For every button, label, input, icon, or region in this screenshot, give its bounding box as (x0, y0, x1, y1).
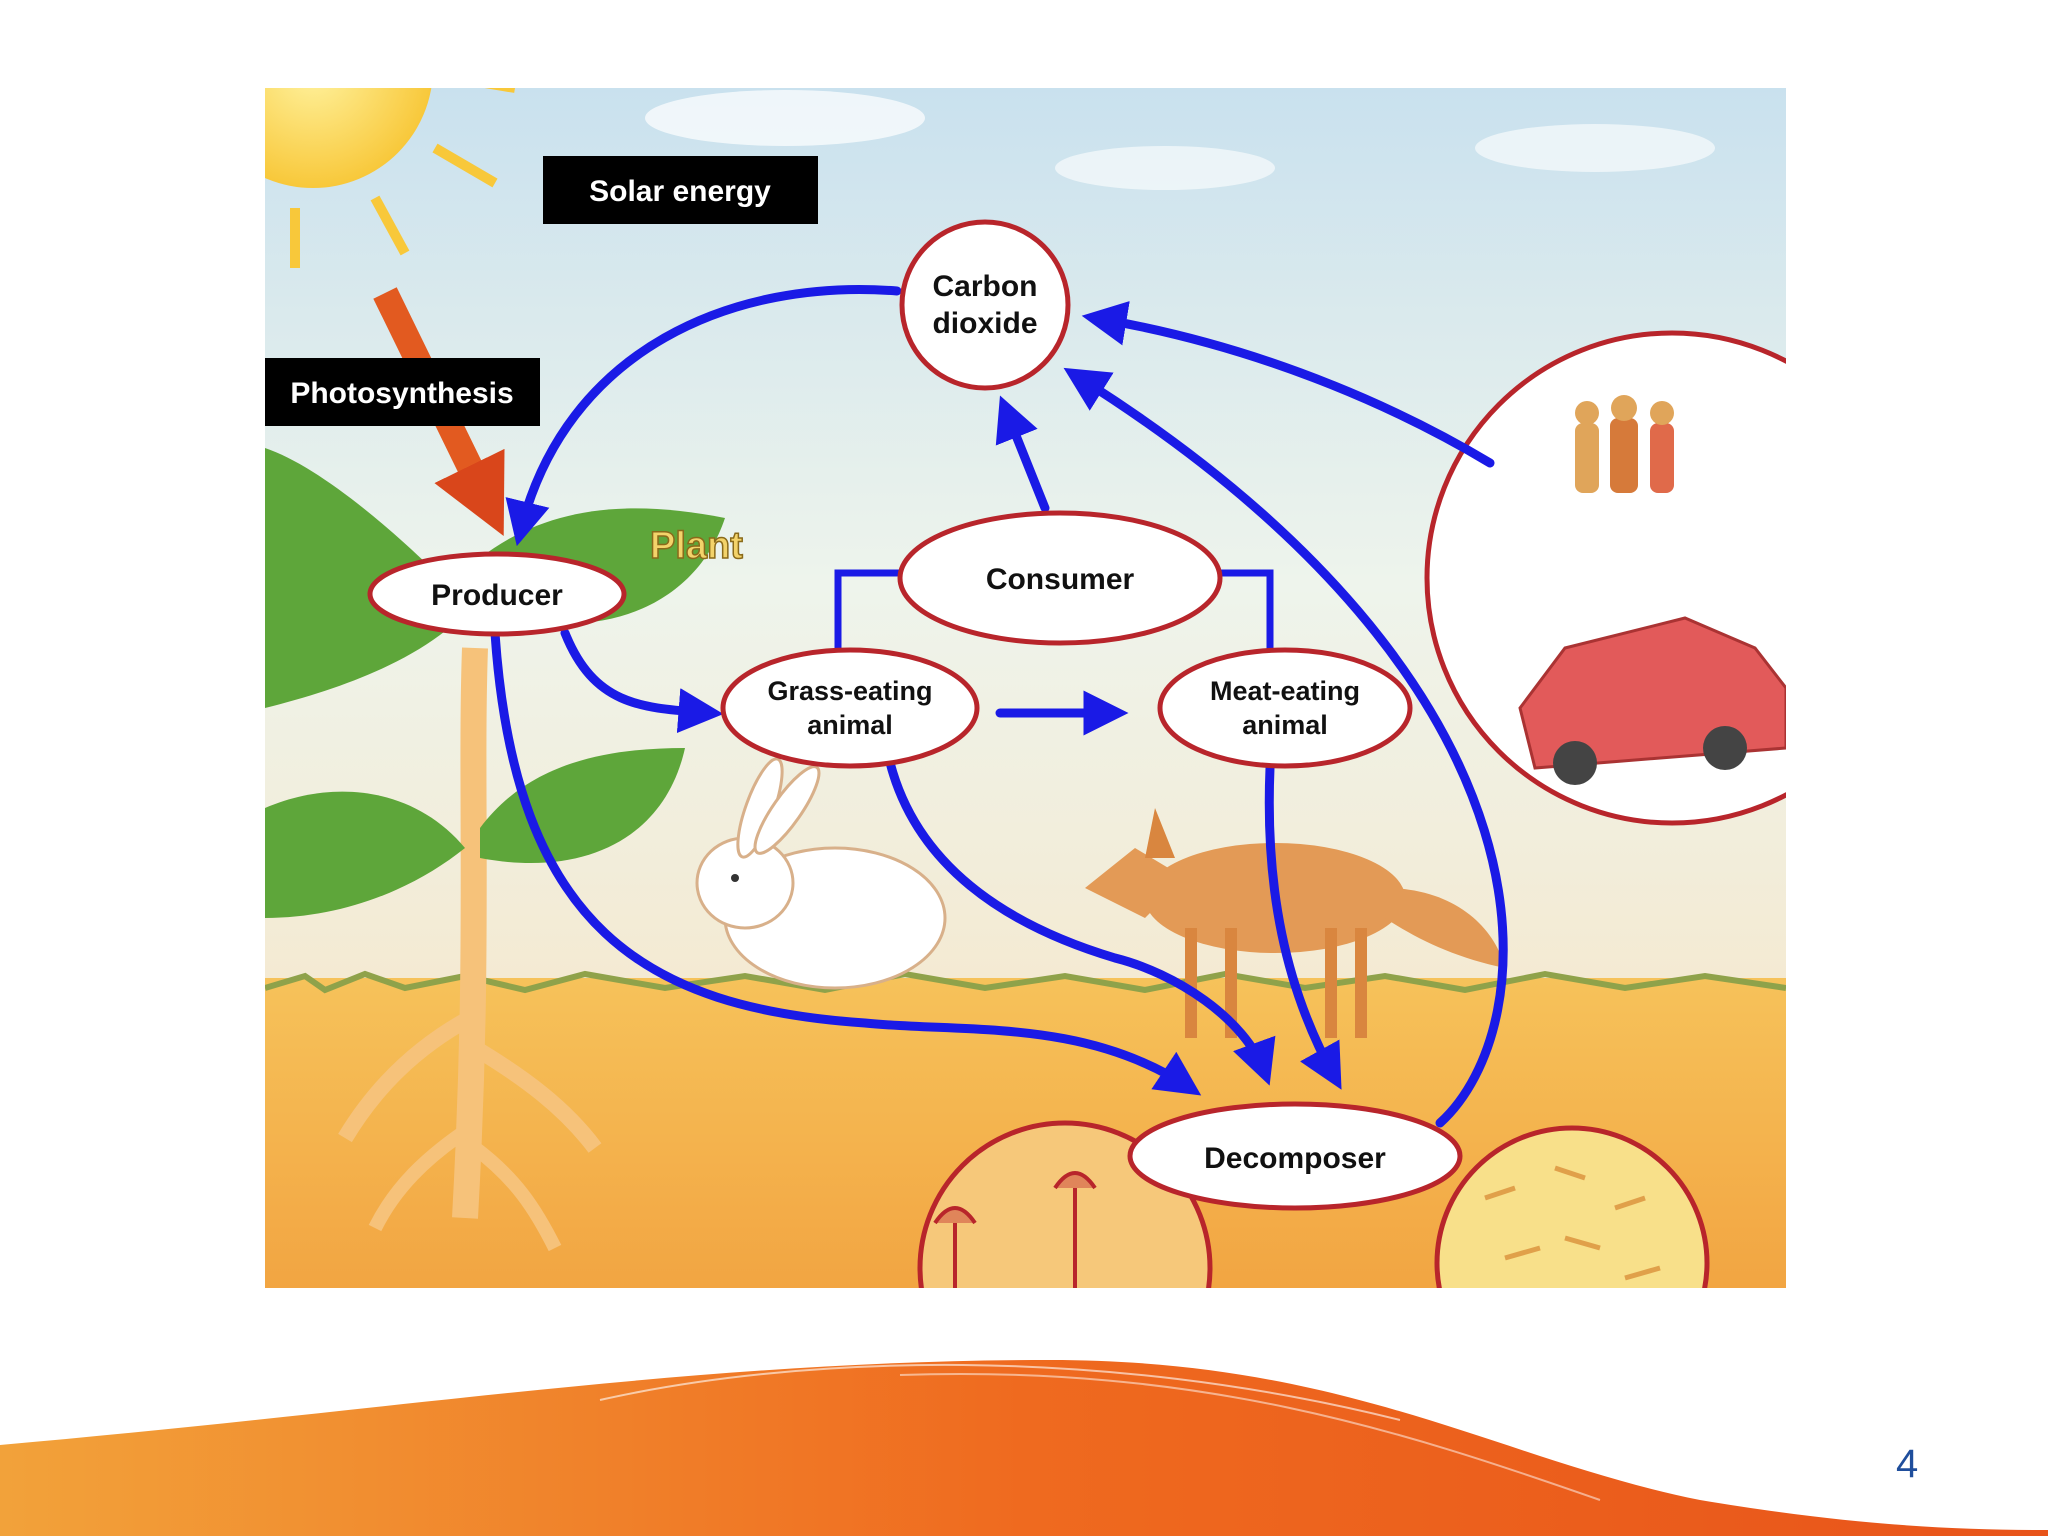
svg-text:Producer: Producer (431, 579, 563, 612)
svg-text:Grass-eating: Grass-eating (767, 676, 932, 706)
arrow-consumer-to-co2 (995, 395, 1050, 513)
photosynthesis-label: Photosynthesis (265, 358, 540, 426)
consumer-node: Consumer (897, 510, 1223, 646)
svg-text:Photosynthesis: Photosynthesis (290, 377, 513, 410)
solar-energy-label: Solar energy (543, 156, 818, 224)
svg-text:Meat-eating: Meat-eating (1210, 676, 1360, 706)
svg-text:animal: animal (807, 710, 893, 740)
carbon-dioxide-node: Carbon dioxide (899, 219, 1071, 391)
sun-icon (265, 88, 515, 268)
rabbit-illustration (695, 757, 947, 990)
grass-eating-animal-node: Grass-eating animal (720, 647, 980, 769)
cloud (1055, 146, 1275, 190)
decorative-wave (0, 1360, 2048, 1536)
grass-line (265, 970, 1786, 994)
carbon-cycle-diagram: Solar energy Photosynthesis Plant Carbon… (265, 88, 1786, 1288)
cloud (1475, 124, 1715, 172)
arrow-humans-to-co2 (1081, 300, 1495, 468)
meat-eating-animal-node: Meat-eating animal (1157, 647, 1413, 769)
svg-text:Solar energy: Solar energy (589, 175, 771, 208)
arrow-meat-to-decomposer (1264, 763, 1342, 1090)
plant-illustration (265, 448, 725, 1252)
fox-illustration (1085, 808, 1505, 1038)
arrow-producer-to-decomposer (490, 628, 1202, 1096)
svg-text:animal: animal (1242, 710, 1328, 740)
arrow-grass-to-decomposer (880, 733, 1276, 1086)
producer-node: Producer (367, 551, 627, 637)
people-icon (1575, 395, 1674, 493)
bacteria-pattern (1484, 1165, 1661, 1281)
car-icon (1518, 616, 1786, 785)
plant-label: Plant (650, 525, 743, 567)
svg-text:Carbon: Carbon (933, 270, 1038, 303)
page-number: 4 (1896, 1442, 1919, 1486)
arrow-co2-to-producer (505, 284, 902, 547)
arrow-producer-to-grass (560, 628, 724, 734)
svg-text:Consumer: Consumer (986, 563, 1135, 596)
cloud (645, 90, 925, 146)
decomposer-node: Decomposer (1127, 1101, 1463, 1211)
svg-text:Decomposer: Decomposer (1204, 1142, 1386, 1175)
human-activity-circle (1424, 330, 1786, 826)
svg-text:dioxide: dioxide (932, 307, 1037, 340)
bacteria-circle (1434, 1125, 1710, 1288)
arrow-decomposer-to-co2 (1063, 367, 1508, 1128)
mushroom-icon (933, 1171, 1097, 1288)
consumer-bracket (834, 569, 1274, 658)
